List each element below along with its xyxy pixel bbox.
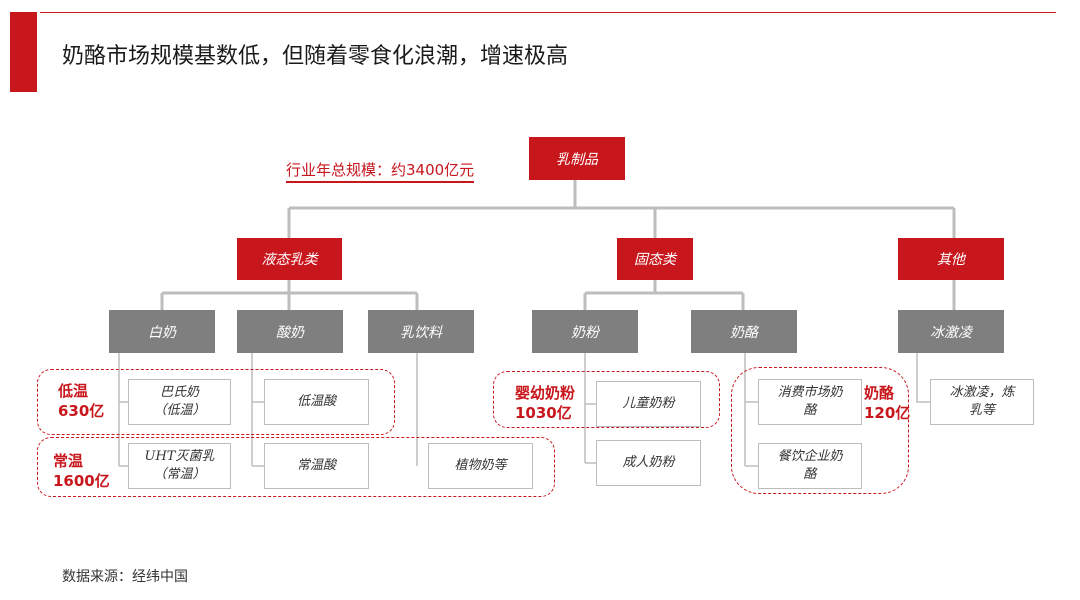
root-node-dairy: 乳制品 bbox=[529, 137, 625, 180]
leaf-consumer-cheese: 消费市场奶 酪 bbox=[758, 379, 862, 425]
leaf-pasteurized-milk: 巴氏奶 （低温） bbox=[128, 379, 231, 425]
page-title: 奶酪市场规模基数低，但随着零食化浪潮，增速极高 bbox=[62, 44, 569, 69]
top-divider bbox=[40, 12, 1056, 13]
leaf-food-service-cheese: 餐饮企业奶 酪 bbox=[758, 443, 862, 489]
cheese-scale-label: 奶酪 120亿 bbox=[864, 384, 911, 422]
cheese-group-outline bbox=[731, 367, 909, 494]
low-temp-scale-label: 低温 630亿 bbox=[58, 382, 105, 420]
leaf-uht-milk: UHT灭菌乳 （常温） bbox=[128, 443, 231, 489]
infant-powder-scale-label: 婴幼奶粉 1030亿 bbox=[515, 384, 576, 422]
subcategory-cheese: 奶酪 bbox=[691, 310, 797, 353]
subcategory-milk-powder: 奶粉 bbox=[532, 310, 638, 353]
subcategory-yogurt: 酸奶 bbox=[237, 310, 343, 353]
subcategory-white-milk: 白奶 bbox=[109, 310, 215, 353]
leaf-adult-milk-powder: 成人奶粉 bbox=[596, 440, 701, 486]
category-solid: 固态类 bbox=[617, 238, 693, 280]
category-other: 其他 bbox=[898, 238, 1004, 280]
low-temp-group-outline bbox=[37, 369, 395, 435]
category-liquid: 液态乳类 bbox=[237, 238, 342, 280]
subcategory-milk-drink: 乳饮料 bbox=[368, 310, 474, 353]
data-source-note: 数据来源：经纬中国 bbox=[62, 569, 188, 585]
ambient-group-outline bbox=[37, 437, 555, 497]
title-accent-bar bbox=[10, 12, 37, 92]
industry-scale-label: 行业年总规模：约3400亿元 bbox=[286, 159, 475, 183]
infant-powder-group-outline bbox=[493, 371, 720, 428]
subcategory-ice-cream: 冰激凌 bbox=[898, 310, 1004, 353]
leaf-ice-cream-items: 冰激凌，炼 乳等 bbox=[930, 379, 1034, 425]
leaf-plant-milk: 植物奶等 bbox=[428, 443, 533, 489]
leaf-low-temp-yogurt: 低温酸 bbox=[264, 379, 369, 425]
leaf-ambient-yogurt: 常温酸 bbox=[264, 443, 369, 489]
leaf-child-milk-powder: 儿童奶粉 bbox=[596, 381, 701, 427]
ambient-scale-label: 常温 1600亿 bbox=[53, 452, 110, 490]
